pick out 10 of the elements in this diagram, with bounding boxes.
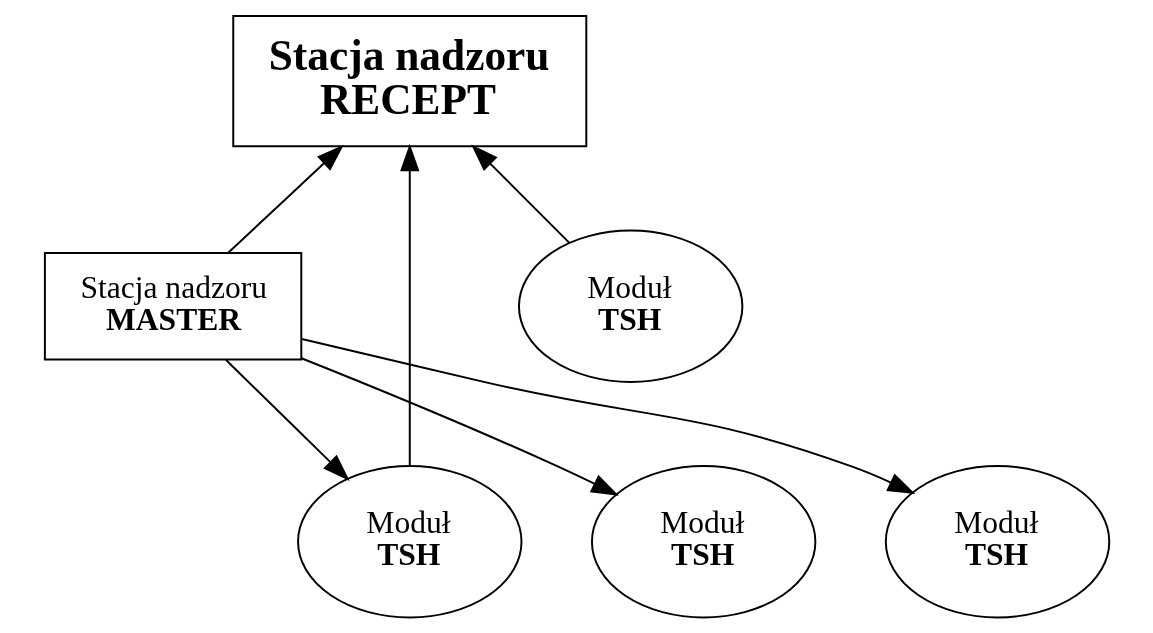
- node-box: Stacja nadzoru RECEPT: [231, 15, 587, 148]
- node-box: Stacja nadzoru MASTER: [43, 252, 302, 361]
- arrow: [470, 144, 570, 244]
- arrow: [299, 357, 619, 496]
- arrow: [300, 337, 915, 495]
- node-ellipse: Moduł TSH: [296, 465, 522, 619]
- arrow: [224, 359, 350, 481]
- arrow: [226, 144, 344, 254]
- arrow: [399, 143, 419, 468]
- node-ellipse: Moduł TSH: [517, 229, 743, 383]
